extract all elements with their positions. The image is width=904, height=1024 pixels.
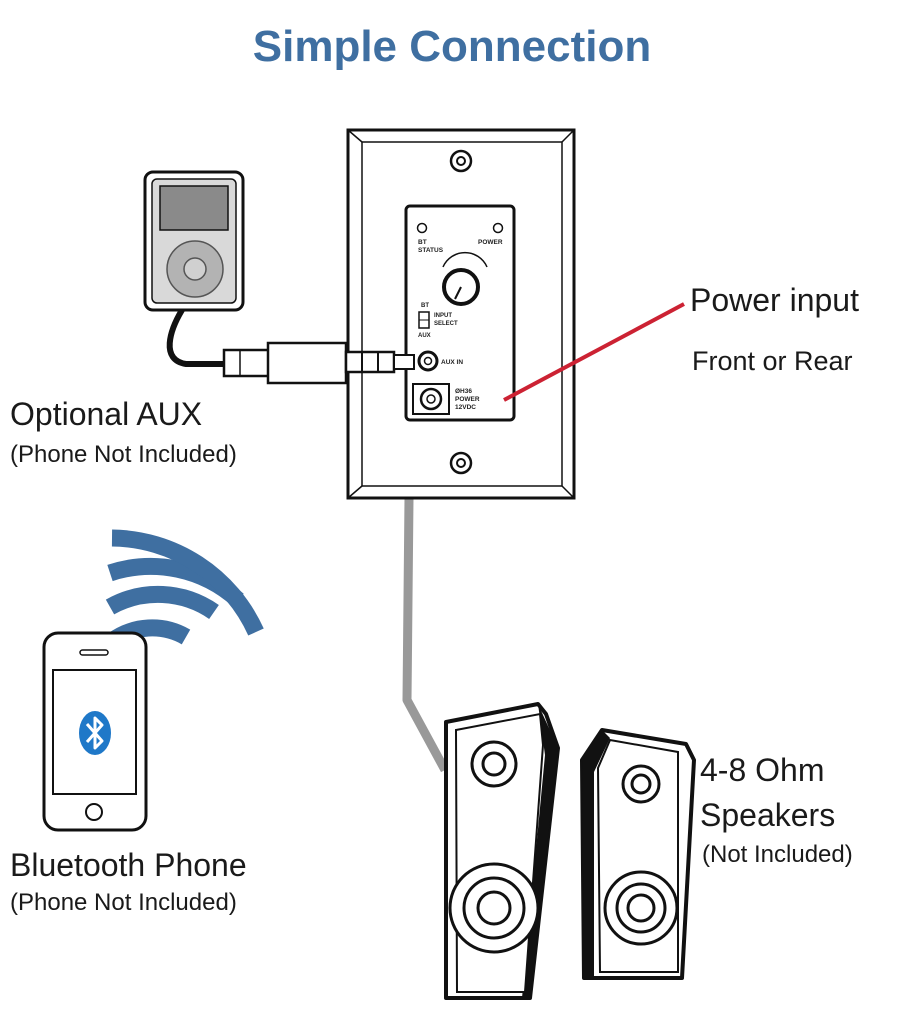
power-led-label: POWER xyxy=(478,239,503,246)
switch-aux-label: AUX xyxy=(418,333,431,339)
bt-status-led xyxy=(416,222,428,234)
diagram-title: Simple Connection xyxy=(252,22,652,71)
power-input-label: Power input xyxy=(690,282,859,318)
bluetooth-note: (Phone Not Included) xyxy=(10,889,237,916)
mp3-player-icon xyxy=(143,170,415,385)
switch-bt-label: BT xyxy=(421,303,429,309)
bluetooth-label: Bluetooth Phone xyxy=(10,847,247,883)
voltage-label: 12VDC xyxy=(455,404,476,411)
wireless-signal-icon xyxy=(105,529,264,649)
power-jack-label: POWER xyxy=(455,396,480,403)
speaker-right-icon xyxy=(580,728,696,980)
aux-note: (Phone Not Included) xyxy=(10,441,237,468)
speaker-left-icon xyxy=(444,702,560,1000)
power-input-pointer xyxy=(503,302,685,402)
bluetooth-icon xyxy=(79,711,111,755)
bt-label: BT xyxy=(418,239,427,246)
power-model-label: ØH36 xyxy=(455,388,472,395)
power-led xyxy=(492,222,504,234)
speakers-note: (Not Included) xyxy=(702,841,853,868)
switch-select-label: SELECT xyxy=(434,321,458,327)
smartphone-icon xyxy=(42,631,148,832)
aux-in-label: AUX IN xyxy=(441,359,463,366)
speakers-label-line1: 4-8 Ohm xyxy=(700,752,825,788)
switch-input-label: INPUT xyxy=(434,313,452,319)
aux-label: Optional AUX xyxy=(10,396,203,432)
speaker-wire xyxy=(402,497,449,773)
power-input-note: Front or Rear xyxy=(692,346,853,376)
status-label: STATUS xyxy=(418,247,444,254)
wall-plate-icon: BT STATUS POWER BT INPUT SELECT AUX AUX … xyxy=(346,128,576,500)
speakers-label-line2: Speakers xyxy=(700,797,836,833)
